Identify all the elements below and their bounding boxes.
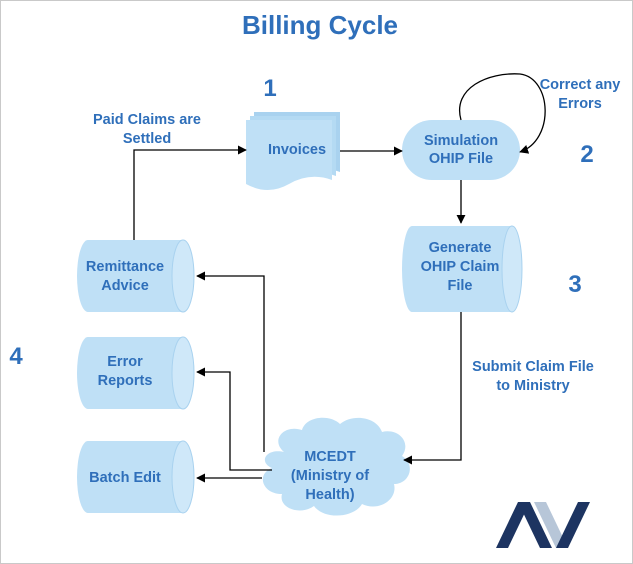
connector-generate-to-mcedt	[403, 312, 462, 465]
generate-claim-file-node: Generate OHIP Claim File	[402, 225, 523, 313]
error-reports-label-line2: Reports	[98, 373, 153, 389]
generate-label-line1: Generate	[429, 240, 492, 256]
simulation-ohip-file-node: Simulation OHIP File	[402, 120, 520, 180]
remittance-label-line1: Remittance	[86, 259, 164, 275]
connector-correct-errors-loop	[458, 73, 546, 154]
mcedt-label-line1: MCEDT	[304, 449, 356, 465]
connector-mcedt-to-remittance	[196, 271, 265, 452]
paid-claims-label-line2: Settled	[123, 131, 171, 147]
mcedt-label-line3: Health)	[305, 487, 354, 503]
submit-claim-label-line2: to Ministry	[496, 378, 569, 394]
simulation-label-line1: Simulation	[424, 133, 498, 149]
step-number-3: 3	[568, 271, 581, 298]
batch-edit-node: Batch Edit	[77, 440, 195, 514]
paid-claims-label-line1: Paid Claims are	[93, 112, 201, 128]
av-logo	[496, 502, 590, 548]
step-number-1: 1	[263, 75, 276, 102]
remittance-label-line2: Advice	[101, 278, 149, 294]
generate-label-line3: File	[448, 278, 473, 294]
correct-errors-label-line2: Errors	[558, 96, 602, 112]
generate-label-line2: OHIP Claim	[421, 259, 500, 275]
error-reports-label-line1: Error	[107, 354, 143, 370]
batch-edit-label: Batch Edit	[89, 470, 161, 486]
simulation-label-line2: OHIP File	[429, 151, 493, 167]
submit-claim-label-line1: Submit Claim File	[472, 359, 594, 375]
connector-remittance-to-invoices	[133, 145, 247, 240]
mcedt-label-line2: (Ministry of	[291, 468, 369, 484]
invoices-label: Invoices	[268, 142, 326, 158]
step-number-2: 2	[580, 141, 593, 168]
correct-errors-label-line1: Correct any	[540, 77, 621, 93]
connector-mcedt-to-error-reports	[196, 367, 272, 471]
remittance-advice-node: Remittance Advice	[77, 239, 195, 313]
diagram-title: Billing Cycle	[242, 10, 398, 40]
invoices-node: Invoices	[246, 112, 340, 190]
step-number-4: 4	[9, 343, 23, 370]
error-reports-node: Error Reports	[77, 336, 195, 410]
mcedt-cloud-node: MCEDT (Ministry of Health)	[262, 417, 410, 516]
